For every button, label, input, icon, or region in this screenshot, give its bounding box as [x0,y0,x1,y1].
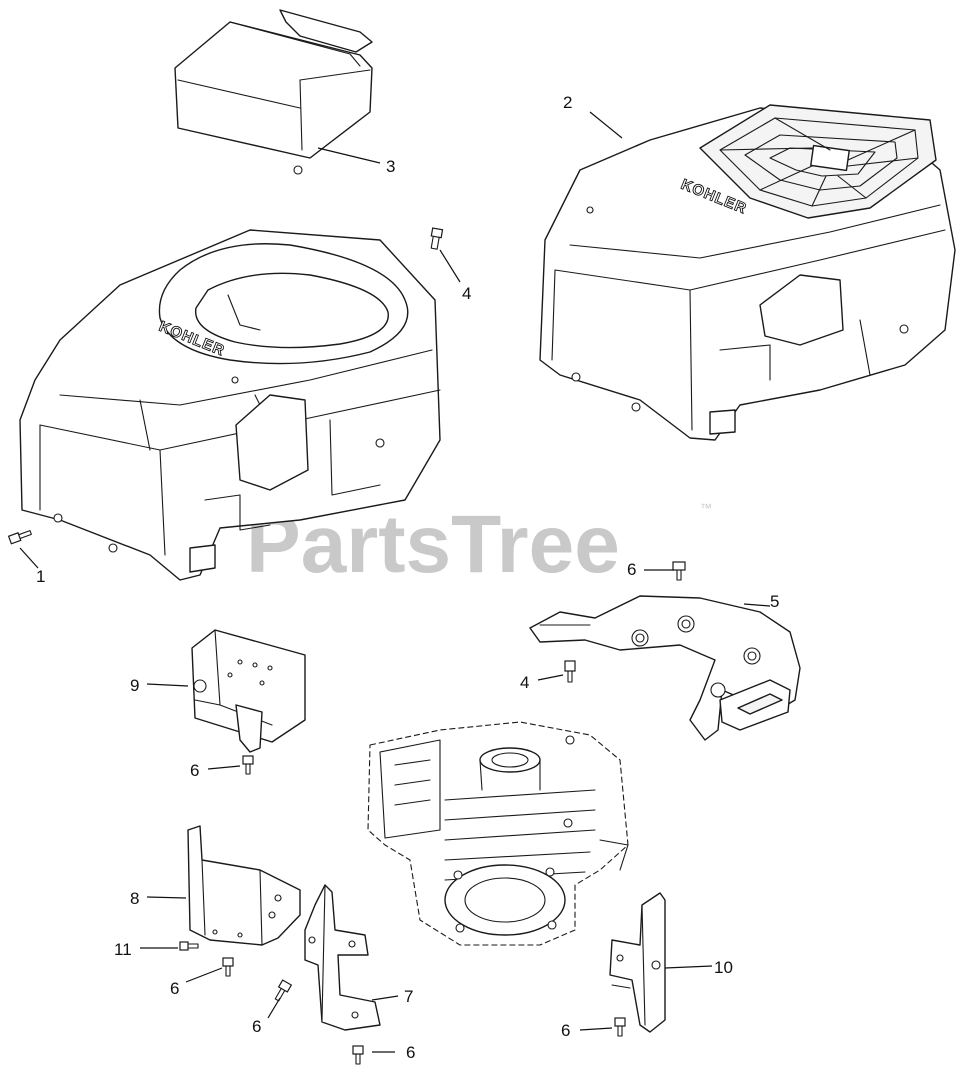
callout-6-left[interactable]: 6 [170,979,179,998]
callout-6-mid[interactable]: 6 [252,1017,261,1036]
screw-11-icon[interactable] [179,941,199,951]
engine-block-reference [367,721,629,946]
hardware [7,227,686,1065]
part-7-baffle[interactable] [304,884,381,1031]
part-8-baffle[interactable] [187,825,301,946]
callout-3[interactable]: 3 [386,157,395,176]
screw-6-right-icon[interactable] [614,1017,626,1037]
callout-8[interactable]: 8 [130,889,139,908]
callout-6-right[interactable]: 6 [561,1021,570,1040]
part-2-blower-housing-right[interactable]: KOHLER [539,104,956,441]
leader-lines [19,111,771,1053]
screw-6-left-icon[interactable] [222,957,234,977]
screw-4-mid-icon[interactable] [564,660,576,683]
screw-4-top-icon[interactable] [429,227,444,250]
callout-11[interactable]: 11 [114,940,132,959]
screw-6-mid-icon[interactable] [273,979,293,1002]
callout-2[interactable]: 2 [563,93,572,112]
callout-6-top[interactable]: 6 [627,560,636,579]
screw-6-baffle9-icon[interactable] [242,755,254,775]
callout-7[interactable]: 7 [404,987,413,1006]
callout-9[interactable]: 9 [130,676,139,695]
part-9-baffle[interactable] [191,629,306,753]
screw-6-bottom-icon[interactable] [352,1045,364,1065]
callout-5[interactable]: 5 [770,592,779,611]
callout-1[interactable]: 1 [36,567,45,586]
callouts: 1 2 3 4 4 5 6 6 6 6 6 6 7 8 9 10 11 [36,93,779,1062]
part-5-backplate[interactable] [529,595,801,741]
callout-6-baffle9[interactable]: 6 [190,761,199,780]
callout-6-bottom[interactable]: 6 [406,1043,415,1062]
watermark-trademark: ™ [700,501,712,515]
callout-10[interactable]: 10 [714,958,733,977]
callout-4-top[interactable]: 4 [462,284,471,303]
part-3-air-cleaner-cover[interactable] [174,9,373,175]
callout-4-mid[interactable]: 4 [520,673,529,692]
screw-1-icon[interactable] [7,529,32,545]
part-10-baffle[interactable] [609,892,666,1033]
screw-6-top-icon[interactable] [672,561,686,581]
part-1-blower-housing-left[interactable]: KOHLER [19,229,441,581]
